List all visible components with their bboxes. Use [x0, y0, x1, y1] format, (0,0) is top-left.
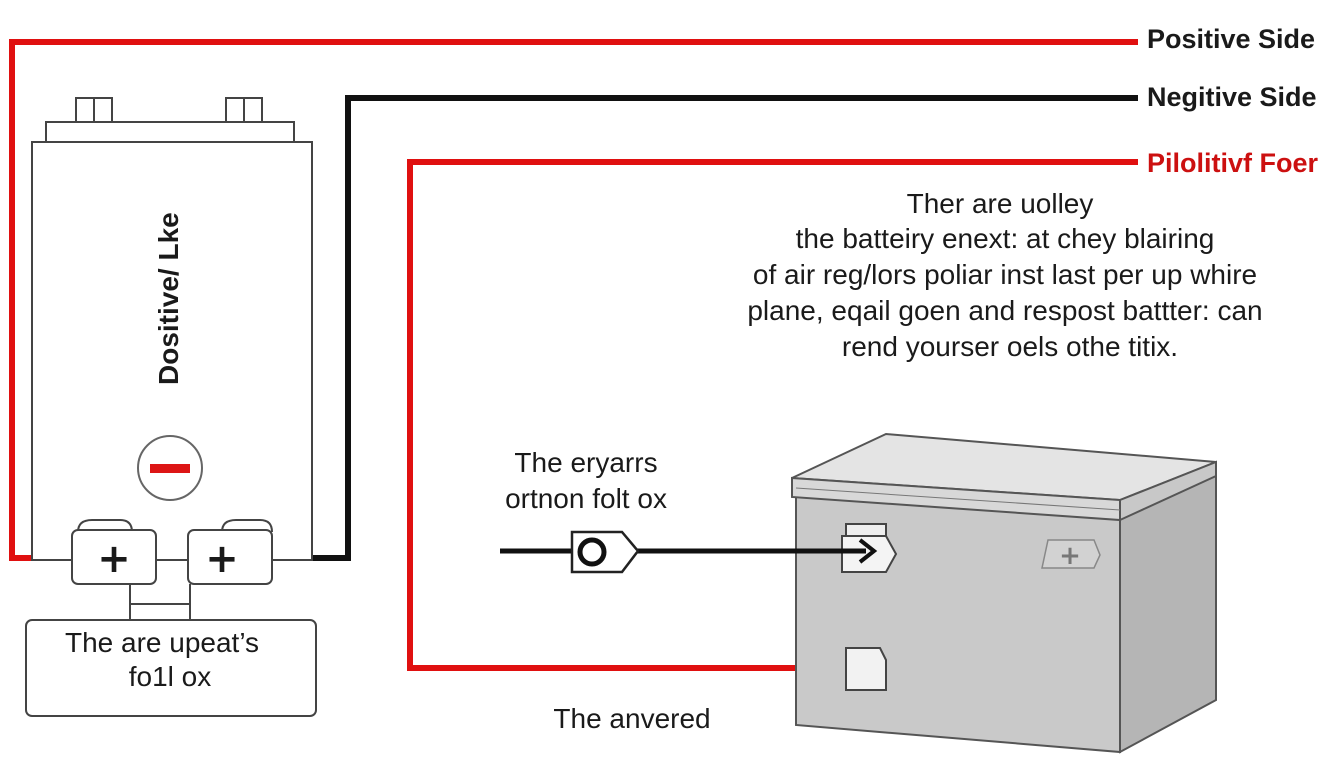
connector-label-line1: The eryarrs	[514, 447, 657, 478]
right-battery-lower-terminal	[845, 647, 887, 691]
terminal-left-plus-icon: +	[97, 536, 131, 582]
description-paragraph: Ther are uolley the batteiry enext: at c…	[747, 188, 1262, 362]
legend-positive-side: Positive Side	[1147, 24, 1315, 54]
terminal-right-plus-icon: +	[205, 536, 239, 582]
left-battery-side-label: Dositive/ Lke	[153, 212, 184, 385]
description-line2: the batteiry enext: at chey blairing	[796, 223, 1215, 254]
description-line3: of air reg/lors poliar inst last per up …	[753, 259, 1257, 290]
left-caption-box	[25, 619, 317, 717]
bottom-label: The anvered	[553, 703, 710, 734]
left-battery-lid	[45, 121, 295, 143]
left-caption-line1: The are upeat’s	[65, 627, 259, 658]
negative-symbol-icon	[150, 464, 190, 473]
ring-terminal-hole-icon	[577, 537, 607, 567]
right-battery-plus-mark: +	[1041, 539, 1101, 571]
legend-positive-feed: Pilolitivf Foer	[1147, 148, 1319, 178]
connector-label-line2: ortnon folt ox	[505, 483, 667, 514]
left-caption-line2: fo1l ox	[129, 661, 212, 692]
legend-negative-side: Negitive Side	[1147, 82, 1317, 112]
description-line1: Ther are uolley	[907, 188, 1094, 219]
right-battery-plus-icon: +	[1059, 541, 1081, 571]
description-line5: rend yourser oels othe titix.	[842, 331, 1178, 362]
description-line4: plane, eqail goen and respost battter: c…	[747, 295, 1262, 326]
right-battery-front	[795, 493, 1121, 754]
connector-cable	[500, 530, 878, 574]
right-battery: +	[791, 432, 1217, 754]
left-battery: Dositive/ Lke + + The are upeat’s fo1l o…	[25, 97, 317, 717]
left-terminal-right: +	[187, 519, 273, 585]
left-terminal-left: +	[71, 519, 157, 585]
positive-feed-wire	[407, 159, 1138, 671]
